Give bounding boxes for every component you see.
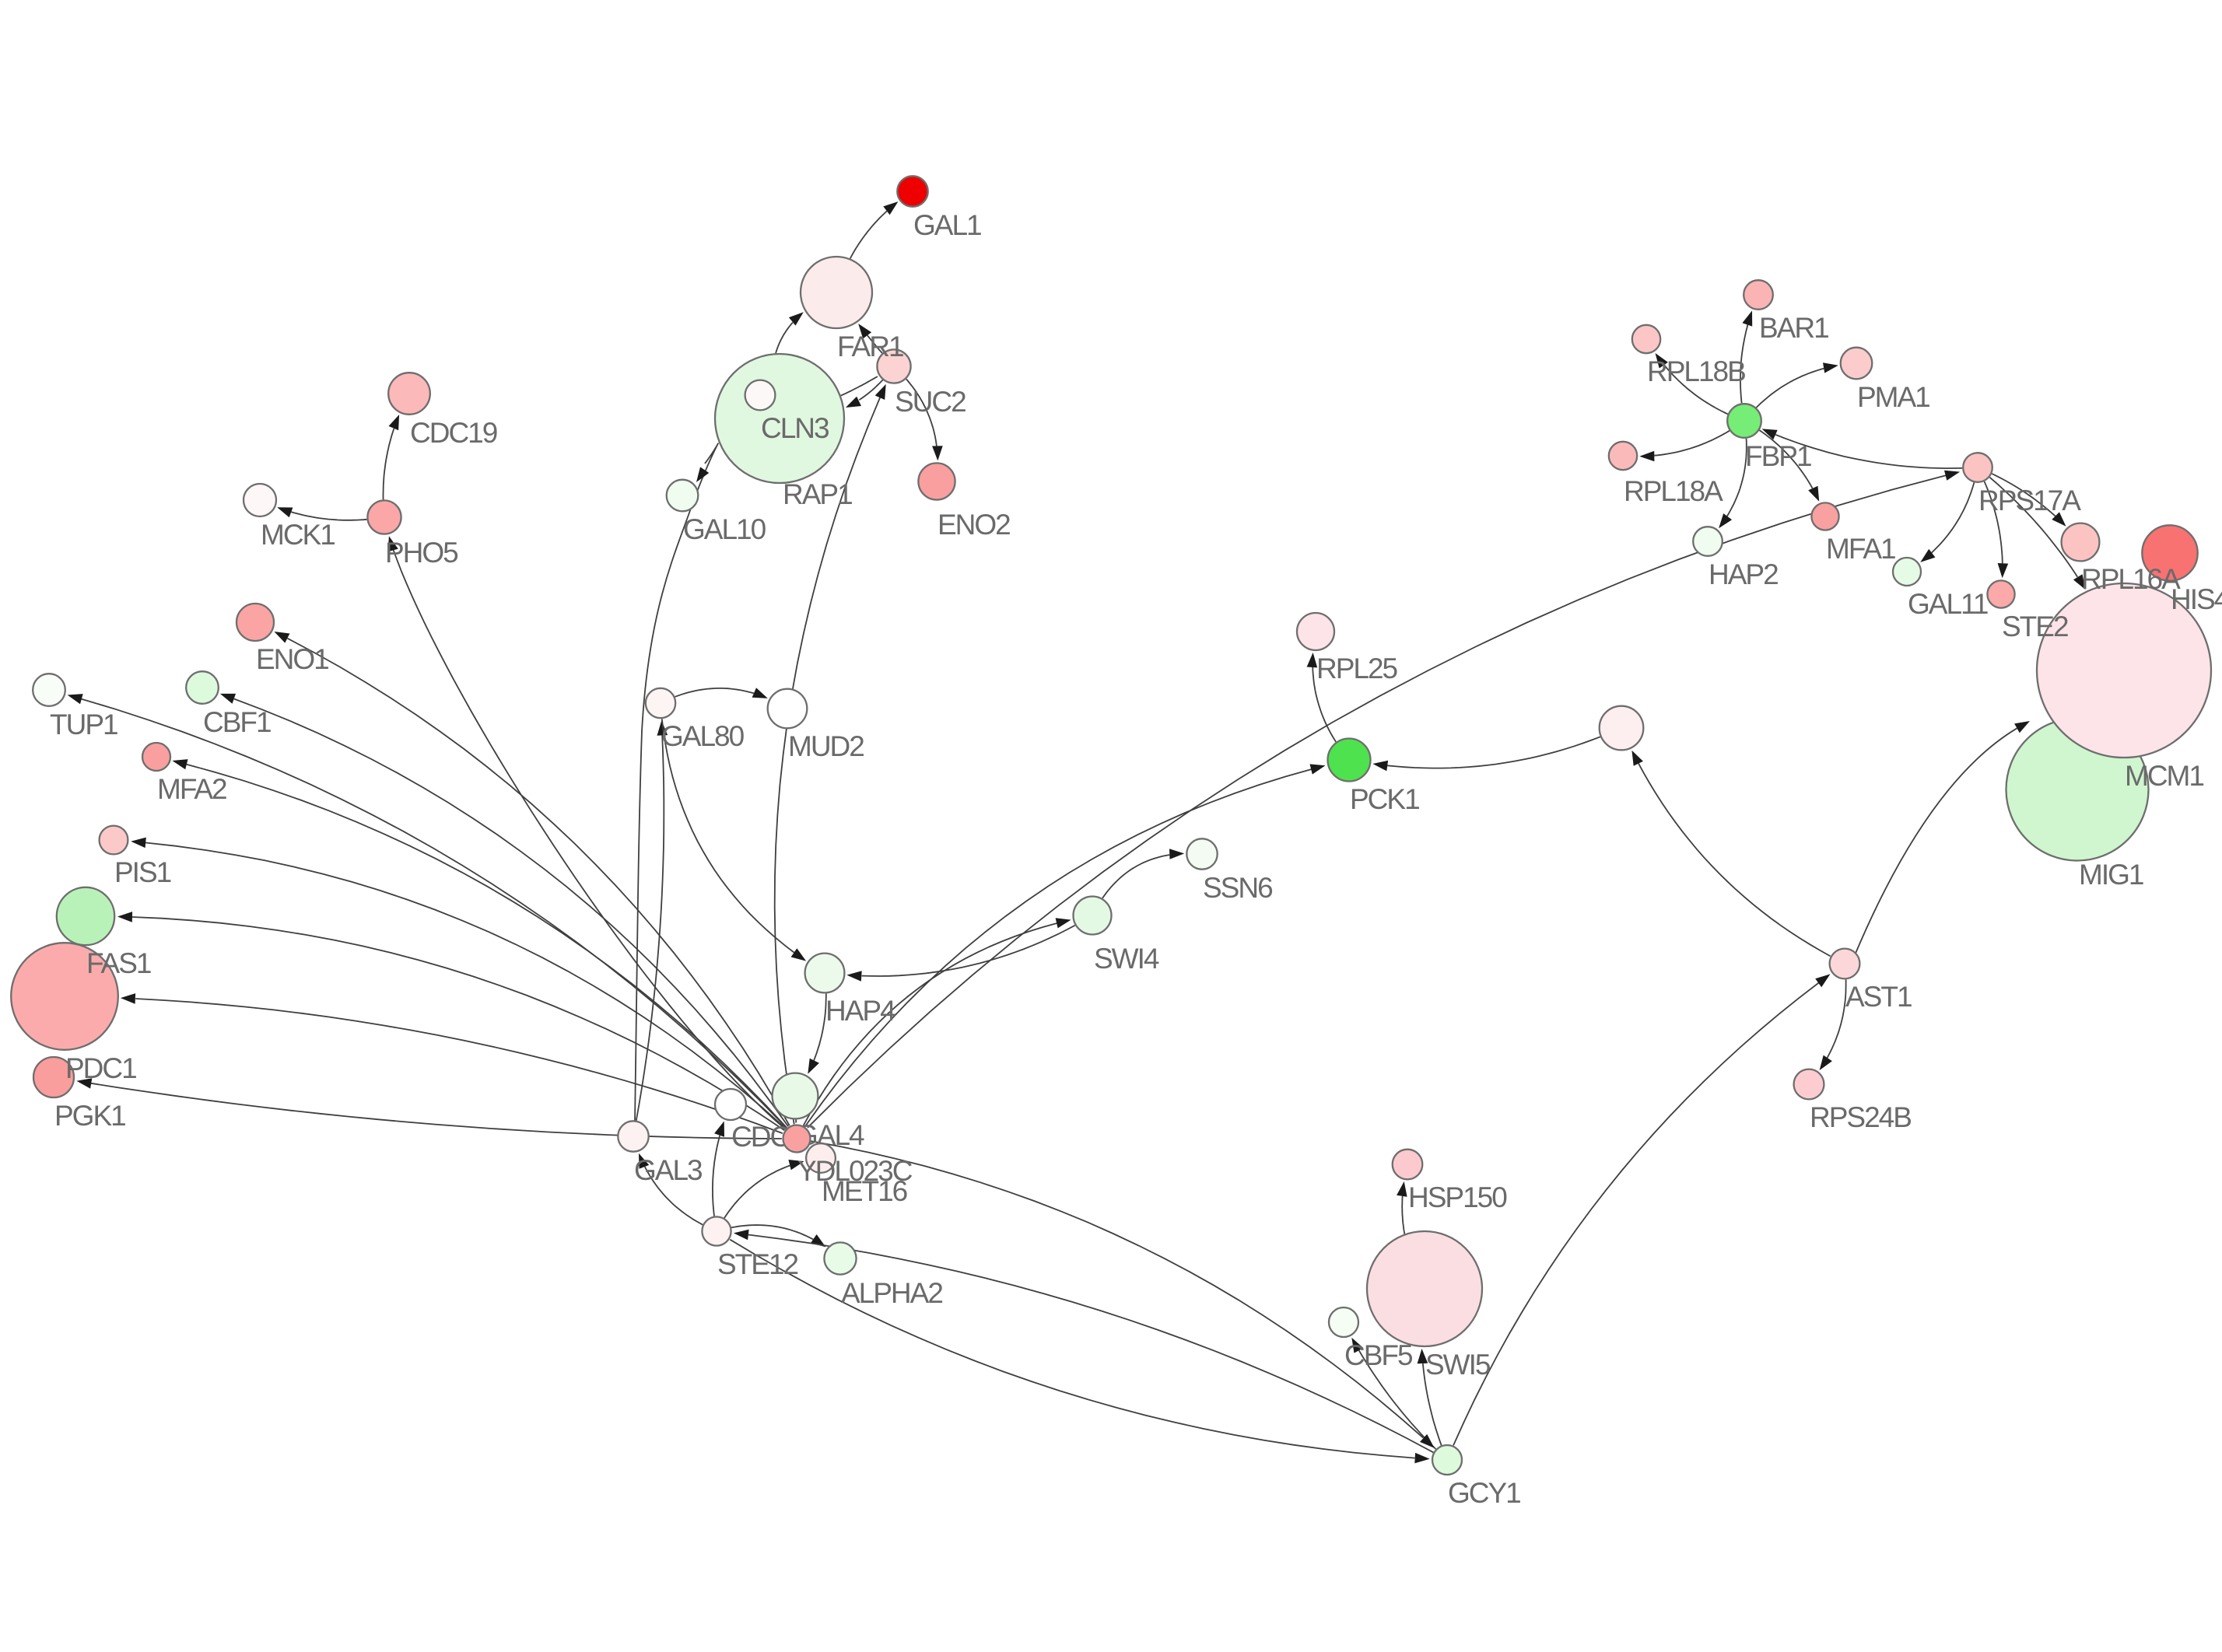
svg-text:CDC19: CDC19 [410,417,497,449]
svg-text:SSN6: SSN6 [1203,872,1272,904]
svg-text:MET16: MET16 [822,1175,907,1207]
svg-text:ENO2: ENO2 [938,509,1010,541]
svg-text:AST1: AST1 [1845,981,1912,1013]
svg-text:TUP1: TUP1 [50,709,117,740]
svg-text:HSP150: HSP150 [1408,1181,1507,1213]
svg-text:HIS4: HIS4 [2171,583,2222,615]
svg-text:MCK1: MCK1 [261,519,335,551]
svg-text:SUC2: SUC2 [895,386,966,418]
svg-text:RPL18A: RPL18A [1624,475,1723,507]
svg-text:RPS17A: RPS17A [1978,485,2081,516]
svg-text:GAL80: GAL80 [661,720,745,752]
svg-text:GAL11: GAL11 [1908,588,1988,620]
svg-text:RPL18B: RPL18B [1647,355,1745,387]
svg-text:FAR1: FAR1 [837,331,903,362]
svg-text:RPL25: RPL25 [1316,653,1398,684]
svg-text:PDC1: PDC1 [65,1052,136,1084]
svg-text:PCK1: PCK1 [1350,783,1419,815]
svg-text:HAP2: HAP2 [1709,558,1778,590]
svg-text:STE2: STE2 [2002,611,2068,642]
svg-text:RAP1: RAP1 [783,478,852,510]
svg-text:SWI5: SWI5 [1425,1349,1491,1381]
svg-text:MCM1: MCM1 [2125,760,2203,792]
svg-text:ENO1: ENO1 [256,643,328,675]
svg-text:GAL3: GAL3 [634,1154,702,1186]
svg-text:BAR1: BAR1 [1759,312,1828,344]
svg-text:PGK1: PGK1 [54,1100,125,1132]
svg-text:CBF1: CBF1 [203,706,271,738]
svg-text:MFA2: MFA2 [157,773,226,805]
svg-text:STE12: STE12 [717,1248,798,1280]
svg-text:YDL023C: YDL023C [797,1155,913,1187]
svg-text:HAP4: HAP4 [825,995,895,1027]
svg-text:CLN3: CLN3 [761,412,829,444]
svg-text:ALPHA2: ALPHA2 [841,1277,942,1309]
svg-text:SWI4: SWI4 [1094,943,1159,975]
svg-text:PHO5: PHO5 [385,537,458,569]
svg-text:MUD2: MUD2 [788,730,864,762]
svg-text:GCY1: GCY1 [1448,1477,1520,1509]
svg-text:FBP1: FBP1 [1745,440,1811,472]
svg-text:MFA1: MFA1 [1826,533,1895,565]
svg-text:PIS1: PIS1 [114,856,171,888]
svg-text:GAL10: GAL10 [683,513,766,545]
svg-text:CBF5: CBF5 [1344,1339,1413,1371]
svg-text:RPL16A: RPL16A [2081,563,2181,595]
svg-text:RPS24B: RPS24B [1810,1101,1911,1133]
svg-text:MIG1: MIG1 [2079,859,2143,891]
svg-text:PMA1: PMA1 [1857,381,1929,413]
svg-text:GAL1: GAL1 [913,209,981,241]
svg-text:FAS1: FAS1 [86,947,151,979]
